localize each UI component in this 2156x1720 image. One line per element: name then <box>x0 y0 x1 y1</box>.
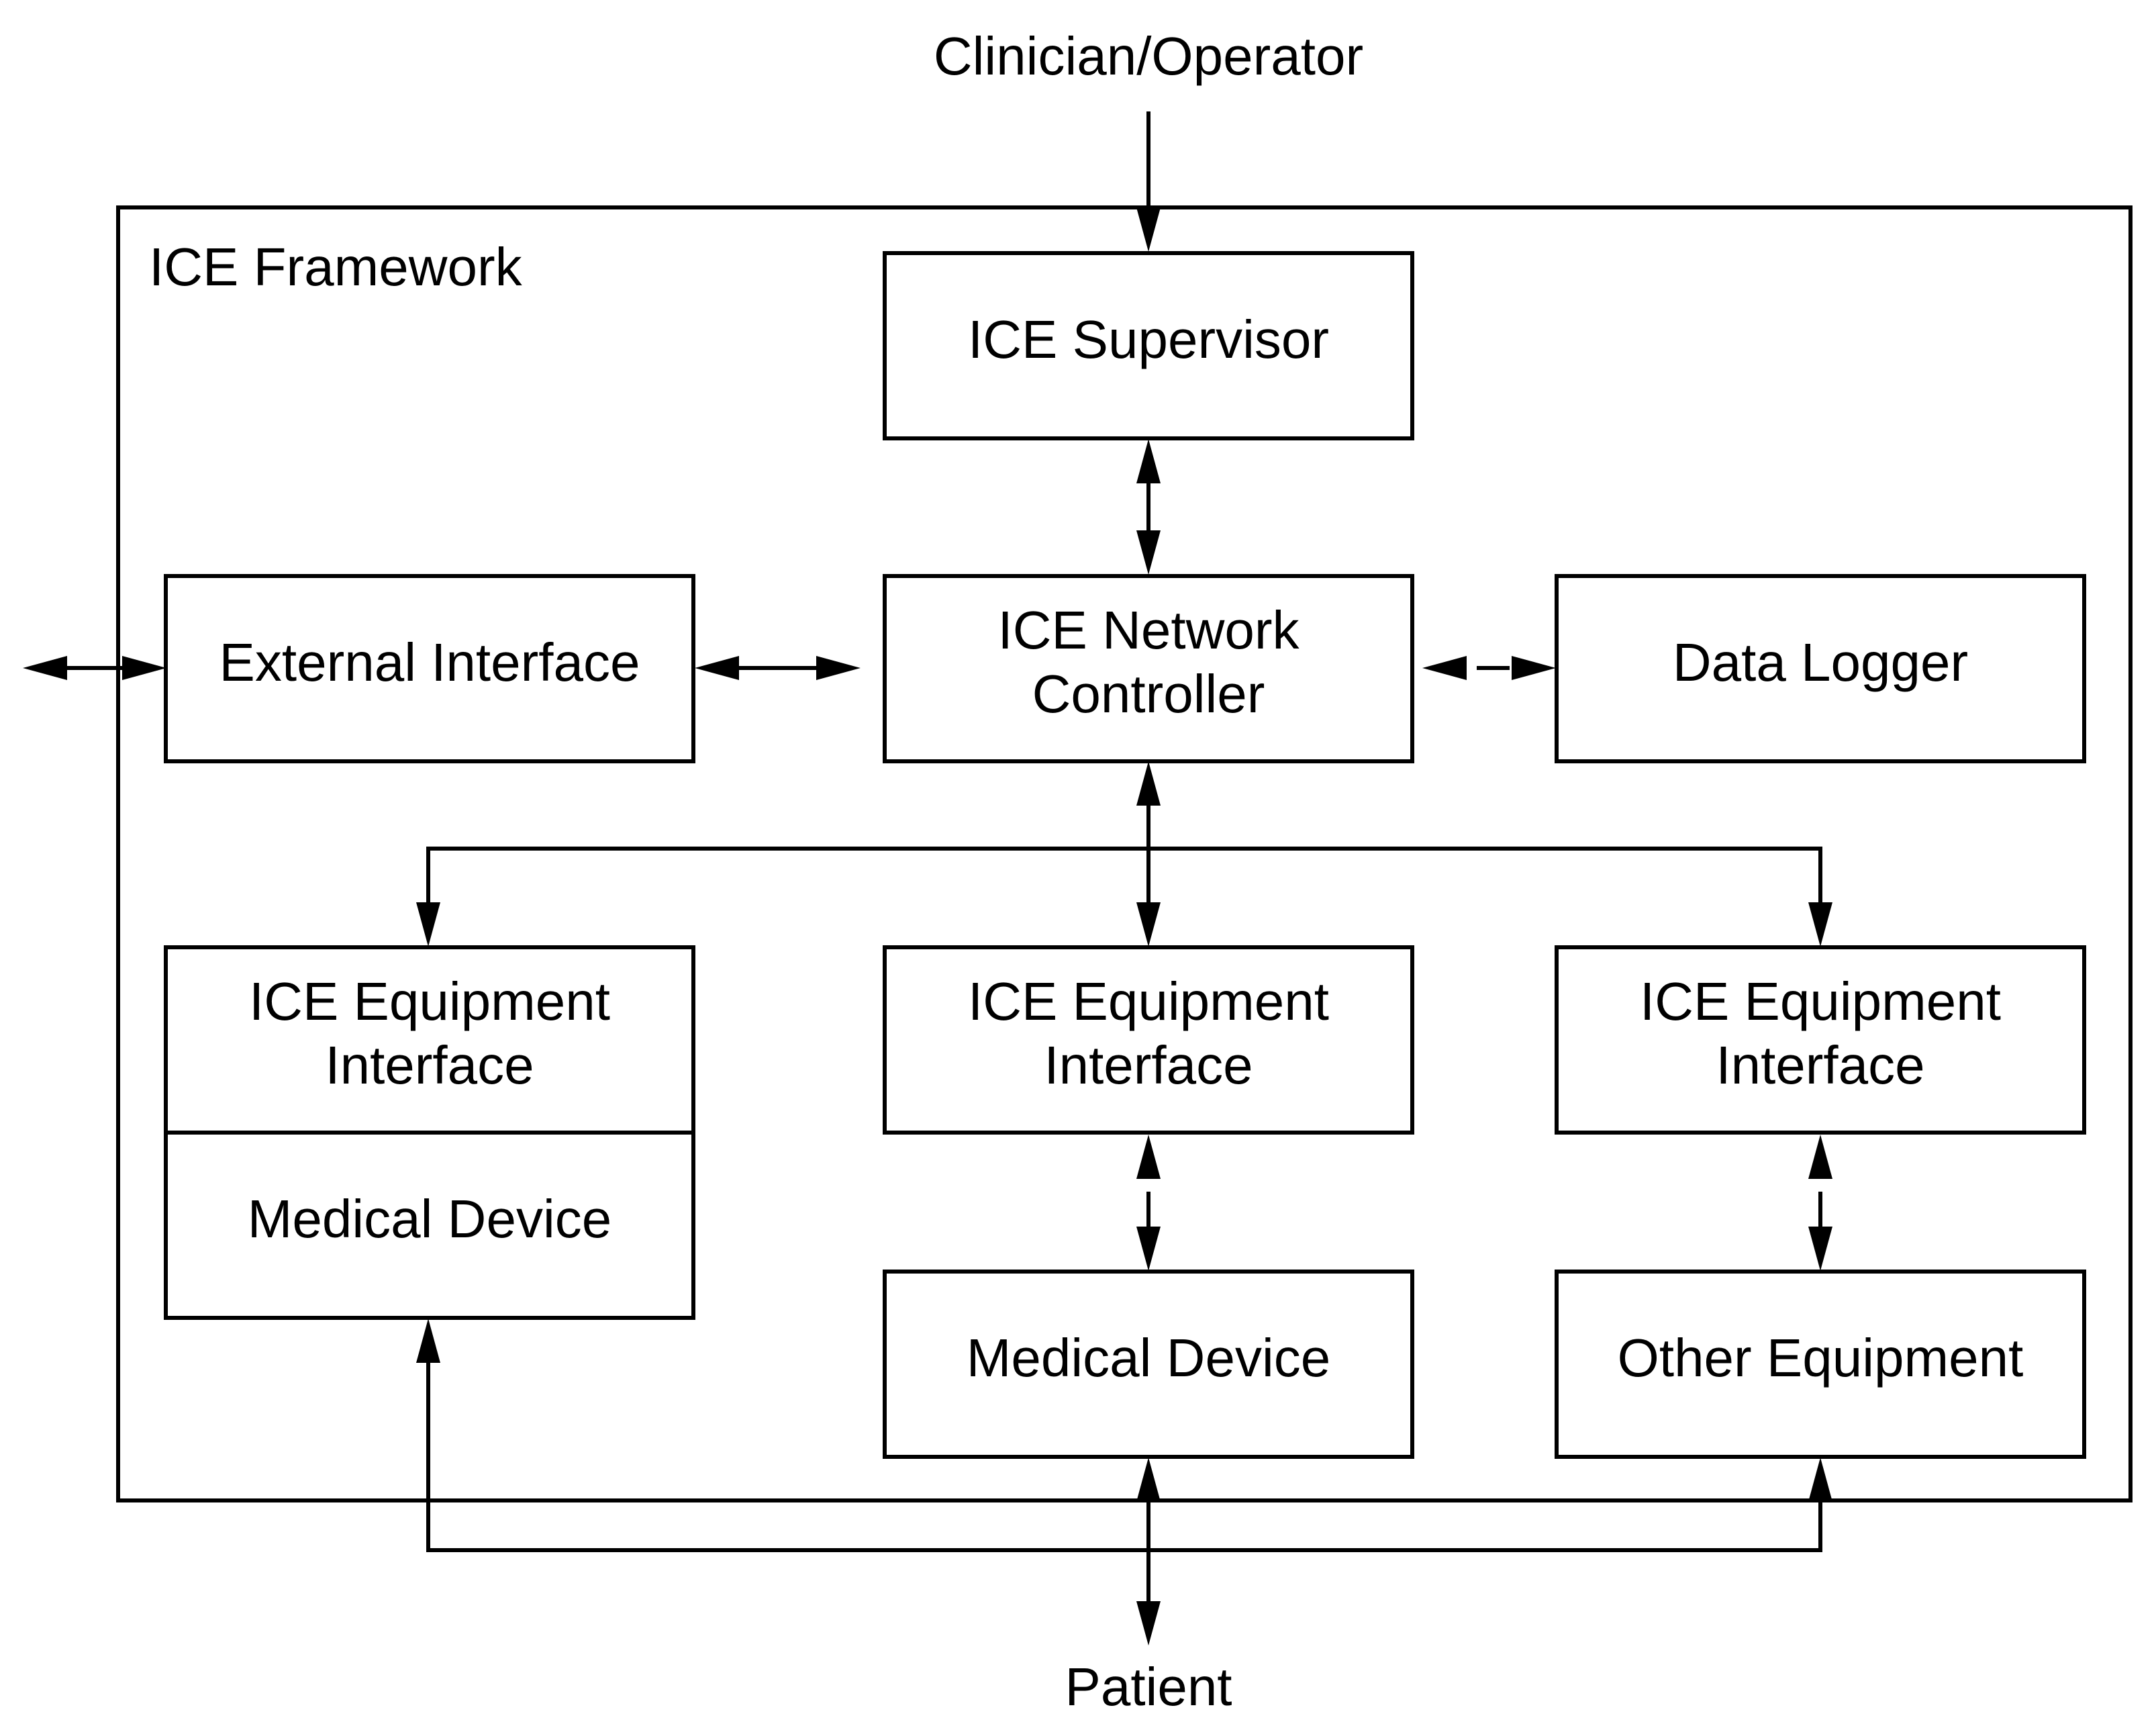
arrowhead <box>816 656 861 680</box>
arrowhead <box>1136 439 1161 483</box>
arrowhead <box>416 902 440 947</box>
equipment-interface-left-box: ICE Equipment Interface Medical Device <box>164 945 695 1320</box>
external-interface-box: External Interface <box>164 574 695 763</box>
equipment-interface-right-line2: Interface <box>1716 1035 1924 1095</box>
equipment-interface-left-line1: ICE Equipment <box>249 971 610 1031</box>
equipment-interface-center-box: ICE Equipment Interface <box>883 945 1414 1135</box>
arrowhead <box>1808 1458 1832 1502</box>
arrowhead <box>416 1319 440 1363</box>
arrowhead <box>1512 656 1556 680</box>
medical-device-left-label: Medical Device <box>248 1189 611 1249</box>
patient-label: Patient <box>1065 1657 1232 1717</box>
equipment-interface-center-line1: ICE Equipment <box>968 971 1329 1031</box>
equipment-interface-center-line2: Interface <box>1044 1035 1253 1095</box>
network-controller-box: ICE Network Controller <box>883 574 1414 763</box>
arrowhead <box>122 656 166 680</box>
equipment-interface-right-box: ICE Equipment Interface <box>1555 945 2086 1135</box>
supervisor-box: ICE Supervisor <box>883 251 1414 440</box>
arrowhead <box>1136 530 1161 575</box>
network-controller-label-line2: Controller <box>1032 664 1265 724</box>
supervisor-label: ICE Supervisor <box>968 309 1329 369</box>
data-logger-box: Data Logger <box>1555 574 2086 763</box>
data-logger-label: Data Logger <box>1673 632 1968 692</box>
arrowhead <box>1808 902 1832 947</box>
arrowhead <box>1808 1227 1832 1271</box>
arrowhead <box>1136 902 1161 947</box>
arrowhead <box>23 656 67 680</box>
network-controller-label-line1: ICE Network <box>998 600 1300 660</box>
operator-label: Clinician/Operator <box>934 26 1363 86</box>
arrowhead <box>1136 1135 1161 1179</box>
external-interface-label: External Interface <box>219 632 640 692</box>
arrowhead <box>1808 1135 1832 1179</box>
other-equipment-label: Other Equipment <box>1618 1328 2024 1388</box>
medical-device-center-box: Medical Device <box>883 1270 1414 1459</box>
equipment-interface-left-line2: Interface <box>325 1035 534 1095</box>
connector-lines <box>54 111 1822 1605</box>
arrowhead <box>1422 656 1467 680</box>
arrowhead <box>1136 1458 1161 1502</box>
arrowhead <box>1136 1601 1161 1645</box>
equipment-bus-line <box>426 847 1822 910</box>
arrowhead <box>1136 207 1161 252</box>
medical-device-center-label: Medical Device <box>967 1328 1330 1388</box>
equipment-interface-right-line1: ICE Equipment <box>1640 971 2001 1031</box>
arrowhead <box>695 656 739 680</box>
arrowhead <box>1136 761 1161 806</box>
other-equipment-box: Other Equipment <box>1555 1270 2086 1459</box>
arrowheads <box>23 207 1832 1645</box>
framework-label: ICE Framework <box>149 237 523 297</box>
arrowhead <box>1136 1227 1161 1271</box>
patient-bus-line <box>426 1356 1822 1552</box>
